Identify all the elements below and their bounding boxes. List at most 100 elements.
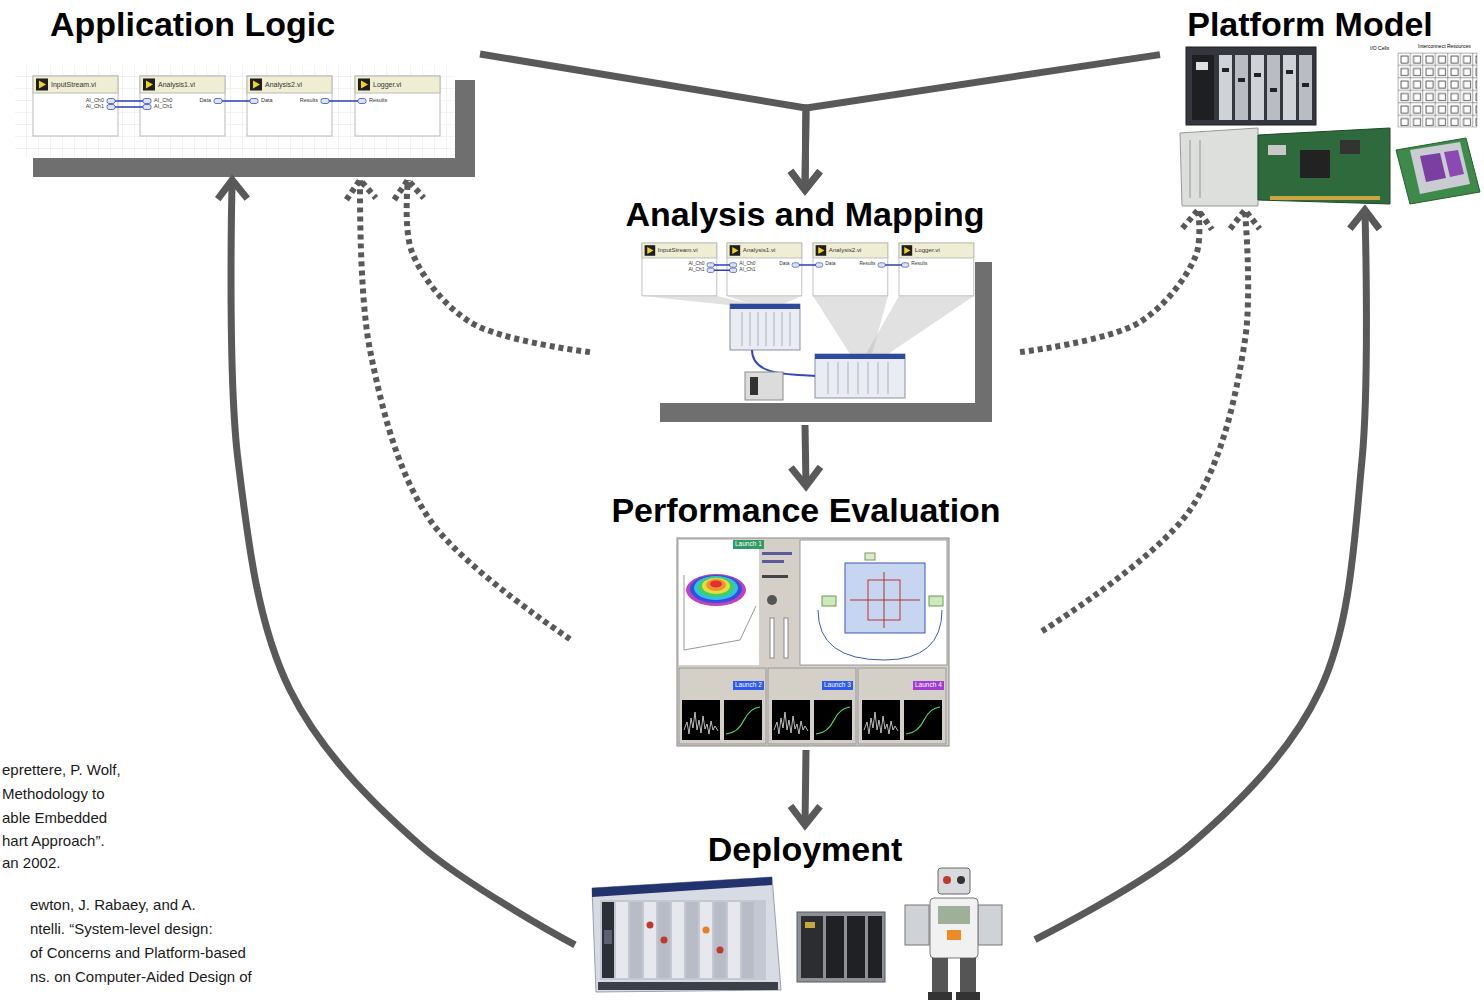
hardware-photos-part xyxy=(1270,196,1380,200)
connector-line xyxy=(480,54,806,190)
reference-text: an 2002. xyxy=(2,855,60,870)
vi-title: InputStream.vi xyxy=(51,81,96,88)
deployment-photos-part xyxy=(956,992,980,1000)
evaluation-screenshot-part xyxy=(784,618,788,658)
vi-title: Analysis2.vi xyxy=(829,247,862,253)
connector-line xyxy=(407,180,590,352)
mapping-screenshot-part xyxy=(815,354,905,359)
deployment-photos-part xyxy=(602,902,614,978)
vi-diagram-screenshot-part xyxy=(115,101,358,107)
evaluation-screenshot-part xyxy=(684,575,756,650)
port-name: AI_Ch0 xyxy=(688,262,704,267)
port-name: AI_Ch1 xyxy=(739,268,755,273)
evaluation-screenshot-part xyxy=(686,574,746,606)
connector-line xyxy=(805,55,1160,190)
deployment-photos-part xyxy=(717,947,724,954)
port-name: Data xyxy=(199,98,211,104)
deployment-photos-part xyxy=(938,906,970,924)
reference-text: ns. on Computer-Aided Design of xyxy=(30,969,252,984)
vi-title: Logger.vi xyxy=(915,247,940,253)
flow-arrow xyxy=(790,750,820,825)
evaluation-screenshot-part xyxy=(762,560,784,563)
evaluation-screenshot-part xyxy=(822,596,836,606)
port-name: Results xyxy=(369,98,387,104)
deployment-photos-part xyxy=(932,958,948,992)
connector-line xyxy=(1035,210,1366,940)
stage-block: Application Logic xyxy=(15,0,480,180)
evaluation-screenshot-part xyxy=(679,668,766,744)
mapping-screenshot-part xyxy=(815,354,905,398)
evaluation-screenshot-part xyxy=(845,563,925,633)
hardware-photos-part xyxy=(1267,55,1280,120)
deployment-photos-part xyxy=(686,902,698,978)
deployment-photos-part xyxy=(947,930,961,940)
heading-row: Platform Model xyxy=(1160,0,1460,44)
flow-arrow xyxy=(1035,210,1379,940)
deployment-photos-part xyxy=(700,902,712,978)
vi-diagram-screenshot-part xyxy=(15,65,455,158)
mapping-screenshot-part xyxy=(642,243,717,296)
deployment-photos-part xyxy=(728,902,740,978)
arrow-head xyxy=(1350,210,1380,229)
heading-row: Analysis and Mapping xyxy=(590,190,1020,234)
deployment-photos-part xyxy=(797,912,885,982)
evaluation-screenshot-part xyxy=(762,552,792,555)
flow-arrow xyxy=(218,180,575,945)
deployment-photos-part xyxy=(714,902,726,978)
mapping-screenshot-part xyxy=(866,296,974,354)
deployment-photos-part xyxy=(847,916,865,978)
deployment-photos-part xyxy=(905,905,929,945)
deployment-photos-part xyxy=(598,982,778,990)
heading-row: Deployment xyxy=(575,825,1035,869)
deployment-photos-part xyxy=(943,876,951,884)
flow-arrow xyxy=(480,54,820,190)
stage-block: Deployment xyxy=(575,825,1035,1004)
hardware-photos-part xyxy=(1251,55,1264,120)
arrow-head xyxy=(790,171,820,190)
hardware-photos-part xyxy=(1420,153,1446,182)
arrow-head xyxy=(394,180,424,200)
deployment-photos-part xyxy=(978,905,1002,945)
evaluation-screenshot-part xyxy=(702,578,730,594)
hardware-photos-part xyxy=(1180,128,1258,206)
evaluation-screenshot-part xyxy=(767,595,777,605)
connector-line xyxy=(1042,210,1248,631)
connector-line xyxy=(805,425,806,486)
stage-heading: Analysis and Mapping xyxy=(626,194,985,234)
hardware-photos-part xyxy=(1268,145,1286,155)
hardware-photos-part xyxy=(1444,150,1464,177)
hardware-photos-part xyxy=(1186,47,1316,125)
deployment-photos-part xyxy=(630,902,642,978)
evaluation-screenshot-part xyxy=(770,618,774,658)
port-name: AI_Ch1 xyxy=(688,268,704,273)
evaluation-screenshot-part xyxy=(694,576,738,600)
vi-title: InputStream.vi xyxy=(658,247,698,253)
mapping-screenshot-part xyxy=(828,362,888,394)
connector-line xyxy=(360,180,570,639)
port-name: AI_Ch1 xyxy=(154,104,172,110)
deployment-photos-part xyxy=(661,937,668,944)
evaluation-screenshot-part xyxy=(862,700,942,740)
deployment-photos-part xyxy=(928,992,952,1000)
stage-block: Platform Model xyxy=(1160,0,1460,210)
hardware-photos-part xyxy=(1190,140,1200,198)
hardware-photos-part xyxy=(1410,142,1470,194)
port-name: Results xyxy=(859,262,875,267)
evaluation-screenshot-part xyxy=(762,575,788,578)
hardware-photos-part xyxy=(1283,55,1296,120)
evaluation-screenshot-part xyxy=(710,581,722,588)
arrow-head xyxy=(1230,210,1260,229)
deployment-photos-part xyxy=(644,902,656,978)
deployment-photos xyxy=(592,868,1002,1000)
reference-text: of Concerns and Platform-based xyxy=(30,945,246,960)
evaluation-screenshot-part xyxy=(679,540,759,665)
evaluation-screenshot-part xyxy=(690,575,742,603)
deployment-photos-part xyxy=(600,900,766,980)
feedback-arrow xyxy=(346,180,570,639)
flow-arrow xyxy=(791,425,821,486)
hardware-photos-part xyxy=(1222,70,1309,90)
deployment-photos-part xyxy=(938,868,970,894)
vi-diagram-screenshot-part xyxy=(140,76,225,136)
deployment-photos-part xyxy=(957,876,965,884)
